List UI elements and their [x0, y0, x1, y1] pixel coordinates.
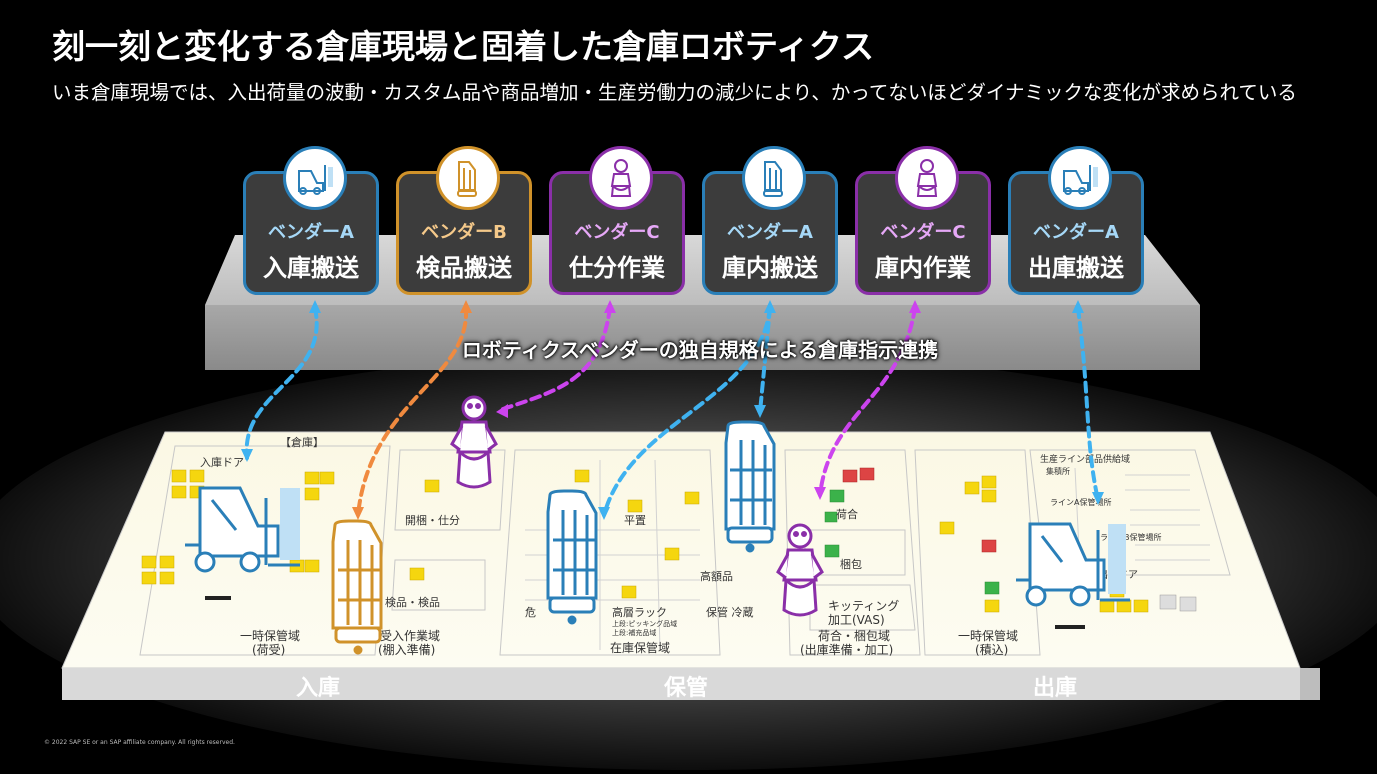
card-task-label: 庫内作業: [875, 254, 971, 282]
high-value-label: 高額品: [700, 569, 733, 583]
forklift-icon: [283, 146, 347, 210]
amr-robot-blue-1: [546, 489, 598, 625]
forklift-robot-out: [1016, 522, 1130, 607]
amr-robot-blue-2: [724, 420, 776, 553]
arrow-internal-transport-1: [602, 306, 772, 517]
forklift-icon: [1048, 146, 1112, 210]
copyright-notice: © 2022 SAP SE or an SAP affiliate compan…: [44, 739, 235, 746]
packing-zone-label-1: 荷合・梱包域: [818, 628, 890, 643]
danger-label: 危: [525, 606, 536, 619]
card-vendor-label: ベンダーA: [1033, 222, 1119, 243]
flat-label: 平置: [624, 514, 646, 527]
arrow-inspection-transport: [356, 306, 469, 517]
card-internal-work: ベンダーC 庫内作業: [855, 146, 991, 295]
arrow-outbound-transport: [1076, 306, 1100, 502]
arrow-internal-transport-2: [758, 306, 772, 414]
warehouse-header: 【倉庫】: [280, 435, 324, 449]
line-collect-label: 集積所: [1046, 466, 1070, 476]
line-supply-label: 生産ライン部品供給域: [1040, 453, 1130, 465]
card-outbound-transport: ベンダーA 出庫搬送: [1008, 146, 1144, 295]
arrow-sorting-work: [498, 306, 612, 412]
wrap-label: 梱包: [840, 557, 862, 571]
kitting-label-1: キッティング: [828, 599, 899, 613]
kitting-label-2: 加工(VAS): [828, 613, 885, 627]
arrow-inbound-transport: [244, 306, 319, 460]
line-b-label: ラインB保管場所: [1100, 532, 1162, 542]
page-subtitle: いま倉庫現場では、入出荷量の波動・カスタム品や商品増加・生産労働力の減少により、…: [52, 81, 1297, 104]
humanoid-robot-1: [450, 395, 498, 489]
card-vendor-label: ベンダーB: [421, 222, 507, 243]
humanoid-robot-2: [776, 523, 824, 617]
integration-band-label: ロボティクスベンダーの独自規格による倉庫指示連携: [461, 338, 939, 362]
zone-label-storage: 保管: [664, 676, 709, 701]
temp-hold-in-label-1: 一時保管域: [240, 628, 300, 643]
card-vendor-label: ベンダーC: [574, 222, 660, 243]
high-rack-label: 高層ラック: [612, 605, 667, 619]
card-inbound-transport: ベンダーA 入庫搬送: [243, 146, 379, 295]
temp-hold-out-label-2: (積込): [975, 642, 1008, 657]
card-inspection-transport: ベンダーB 検品搬送: [396, 146, 532, 295]
storage-label: 在庫保管域: [610, 640, 670, 655]
receive-label-1: 受入作業域: [380, 629, 440, 643]
amr-orange-icon: [436, 146, 500, 210]
card-sorting-work: ベンダーC 仕分作業: [549, 146, 685, 295]
card-vendor-label: ベンダーC: [880, 222, 966, 243]
card-task-label: 出庫搬送: [1028, 254, 1124, 282]
packing-zone-label-2: (出庫準備・加工): [800, 642, 893, 657]
card-task-label: 入庫搬送: [263, 254, 359, 282]
unpack-label: 開梱・仕分: [405, 513, 460, 527]
cold-label: 保管 冷蔵: [706, 605, 754, 619]
card-task-label: 庫内搬送: [722, 254, 818, 282]
line-a-label: ラインA保管場所: [1050, 497, 1111, 507]
temp-hold-out-label-1: 一時保管域: [958, 628, 1018, 643]
amr-robot-orange: [331, 519, 383, 655]
inbound-door-label: 入庫ドア: [200, 455, 244, 469]
temp-hold-in-label-2: (荷受): [252, 643, 285, 657]
high-rack-note-2: 上段:補充品域: [612, 628, 656, 637]
card-task-label: 仕分作業: [569, 254, 665, 282]
amr-blue-icon: [742, 146, 806, 210]
receive-label-2: (棚入準備): [378, 642, 435, 657]
packing-label: 荷合: [836, 507, 858, 521]
high-rack-note-1: 上段:ピッキング品域: [612, 619, 677, 628]
page-title: 刻一刻と変化する倉庫現場と固着した倉庫ロボティクス: [52, 27, 875, 66]
zone-label-inbound: 入庫: [296, 676, 341, 701]
arrow-internal-work: [818, 306, 917, 497]
humanoid-robot-icon: [895, 146, 959, 210]
card-vendor-label: ベンダーA: [268, 222, 354, 243]
forklift-robot-in: [185, 486, 300, 573]
humanoid-robot-icon: [589, 146, 653, 210]
card-task-label: 検品搬送: [416, 254, 512, 282]
zone-label-outbound: 出庫: [1033, 676, 1078, 701]
card-vendor-label: ベンダーA: [727, 222, 813, 243]
inspect-label: 検品・検品: [385, 595, 440, 609]
card-internal-transport: ベンダーA 庫内搬送: [702, 146, 838, 295]
